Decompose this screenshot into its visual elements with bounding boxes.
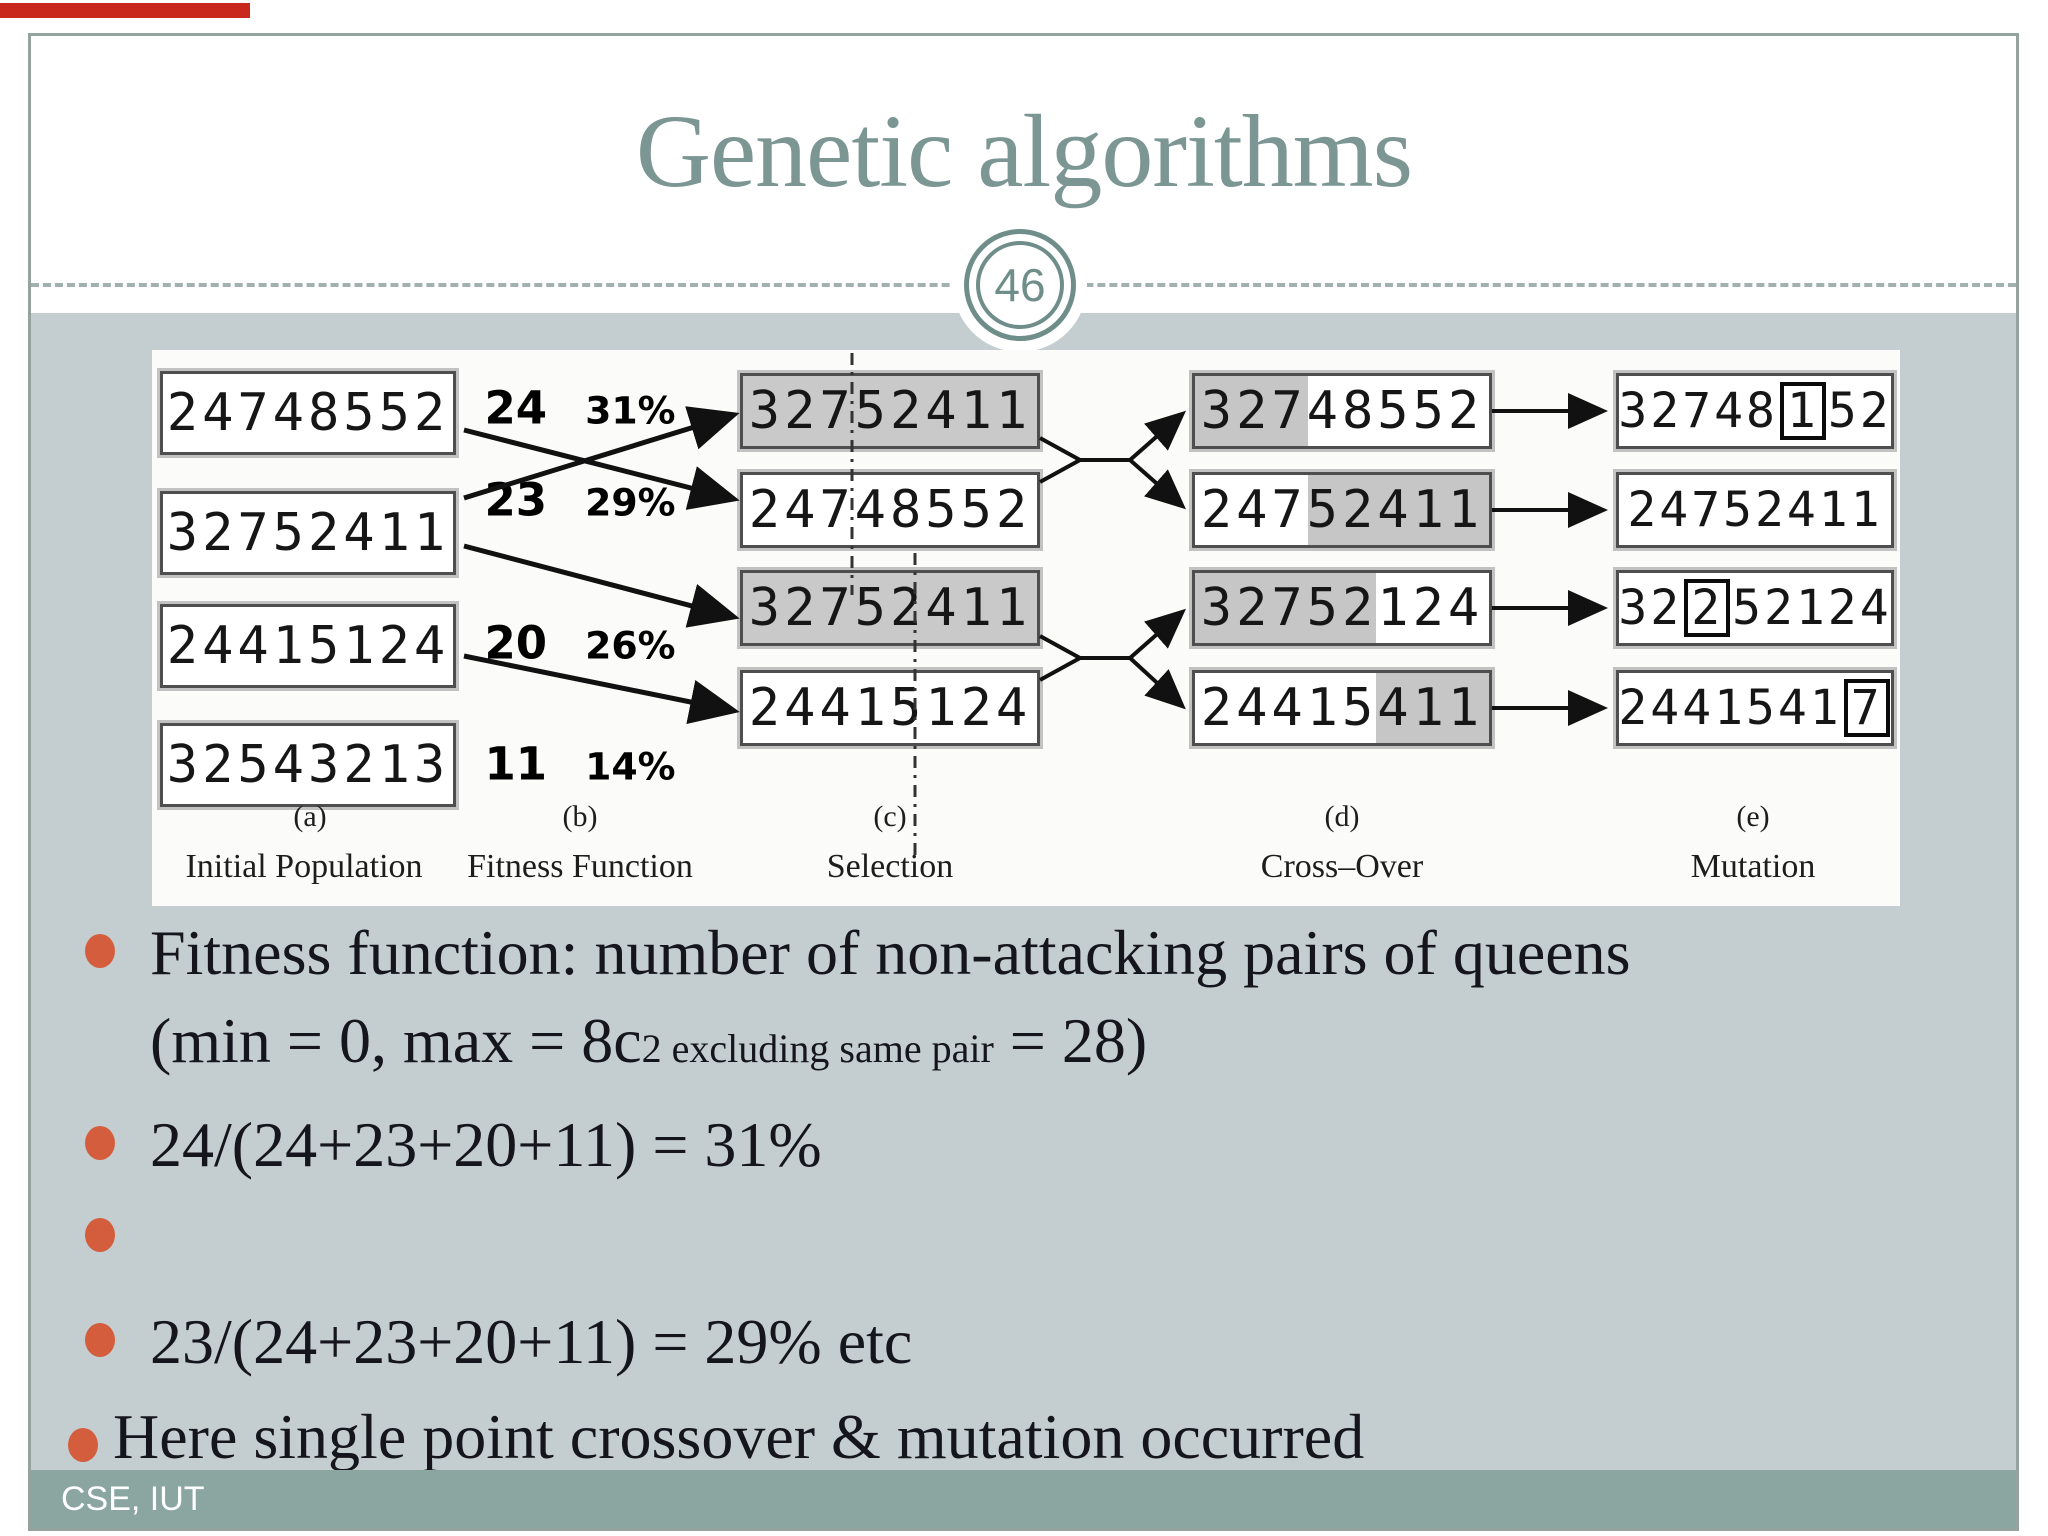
footer-text: CSE, IUT <box>61 1480 205 1518</box>
column-name: Fitness Function <box>467 848 693 885</box>
crossover-box: 32748552 <box>1189 370 1495 452</box>
column-letter: (b) <box>562 800 598 833</box>
selection-box: 24415124 <box>737 667 1043 749</box>
column-letter: (c) <box>873 800 907 833</box>
digits-post: 52 <box>1827 383 1892 439</box>
fitness-value: 24 31% <box>484 382 675 435</box>
chromosome: 32748552 <box>1200 381 1484 441</box>
footer-bar: CSE, IUT <box>31 1470 2016 1529</box>
column-name: Cross–Over <box>1260 848 1424 885</box>
mutated-digit: 7 <box>1843 678 1890 738</box>
initial-population-box: 24748552 <box>157 368 459 458</box>
fitness-percent: 26% <box>585 623 676 668</box>
chromosome: 24748552 <box>748 480 1032 540</box>
chromosome: 32752124 <box>1200 578 1484 638</box>
column-name: Mutation <box>1690 848 1816 885</box>
bullet-text-continuation: (min = 0, max = 8c2 excluding same pair … <box>150 1004 1147 1078</box>
digits-pre: 24752411 <box>1627 482 1883 538</box>
digits-pre: 32748 <box>1618 383 1778 439</box>
digits-pre: 32 <box>1618 580 1683 636</box>
fitness-value: 11 14% <box>484 738 675 791</box>
bullet-dot <box>85 1126 115 1160</box>
crossover-shade <box>1375 673 1489 743</box>
fitness-percent: 14% <box>585 744 676 789</box>
slide-title: Genetic algorithms <box>635 94 1413 209</box>
chromosome: 24415411 <box>1200 678 1484 738</box>
selection-box: 24748552 <box>737 469 1043 551</box>
bullet-text: 23/(24+23+20+11) = 29% etc <box>150 1306 913 1377</box>
bullet-dot-empty <box>85 1218 115 1252</box>
crossover-shade <box>1195 376 1309 446</box>
crossover-box: 24752411 <box>1189 469 1495 551</box>
page-number: 46 <box>994 259 1046 311</box>
page-number-badge: 46 <box>964 229 1076 341</box>
crossover-shade <box>1308 475 1489 545</box>
fitness-percent: 29% <box>585 480 676 525</box>
crossover-box: 32752124 <box>1189 567 1495 649</box>
mutated-digit: 1 <box>1779 381 1826 441</box>
page-number-inner-ring: 46 <box>976 241 1064 329</box>
selection-box: 32752411 <box>737 370 1043 452</box>
formula-large: (min = 0, max = 8c <box>150 1005 642 1076</box>
mutation-box: 24752411 <box>1613 469 1897 551</box>
chromosome: 24415124 <box>166 616 450 676</box>
chromosome: 32752411 <box>748 578 1032 638</box>
chromosome: 32752411 <box>166 503 450 563</box>
chromosome: 24752411 <box>1200 480 1484 540</box>
fitness-number: 24 <box>484 381 548 435</box>
chromosome: 24752411 <box>1619 475 1891 545</box>
initial-population-box: 32752411 <box>157 488 459 578</box>
chromosome: 24415124 <box>748 678 1032 738</box>
digits-post: 52124 <box>1732 580 1892 636</box>
column-name: Initial Population <box>185 848 423 885</box>
chromosome: 24748552 <box>166 383 450 443</box>
figure-arrows <box>463 353 1608 855</box>
column-letter: (e) <box>1736 800 1770 833</box>
formula-small: 2 excluding same pair <box>641 1026 994 1071</box>
bullet-text: 24/(24+23+20+11) = 31% <box>150 1109 822 1180</box>
column-letter: (d) <box>1324 800 1360 833</box>
initial-population-box: 24415124 <box>157 601 459 691</box>
chromosome: 32752411 <box>748 381 1032 441</box>
initial-population-box: 32543213 <box>157 720 459 810</box>
fitness-number: 11 <box>484 737 548 791</box>
bullet-text: Here single point crossover & mutation o… <box>113 1401 1365 1472</box>
bullet-text: Fitness function: number of non-attackin… <box>150 917 1631 988</box>
crossover-box: 24415411 <box>1189 667 1495 749</box>
formula-large: = 28) <box>993 1005 1148 1076</box>
digits-pre: 2441541 <box>1618 680 1842 736</box>
selection-box: 32752411 <box>737 567 1043 649</box>
chromosome: 32543213 <box>166 735 450 795</box>
column-name: Selection <box>826 848 954 885</box>
bullet-dot <box>68 1428 98 1462</box>
mutated-digit: 2 <box>1684 578 1731 638</box>
bullet-dot <box>85 934 115 968</box>
bullet-dot <box>85 1323 115 1357</box>
crossover-shade <box>1195 573 1376 643</box>
column-letter: (a) <box>293 800 327 833</box>
red-top-bar <box>0 3 250 18</box>
ga-figure: 24748552 32752411 24415124 32543213 24 31… <box>152 350 1900 906</box>
fitness-percent: 31% <box>585 388 676 433</box>
